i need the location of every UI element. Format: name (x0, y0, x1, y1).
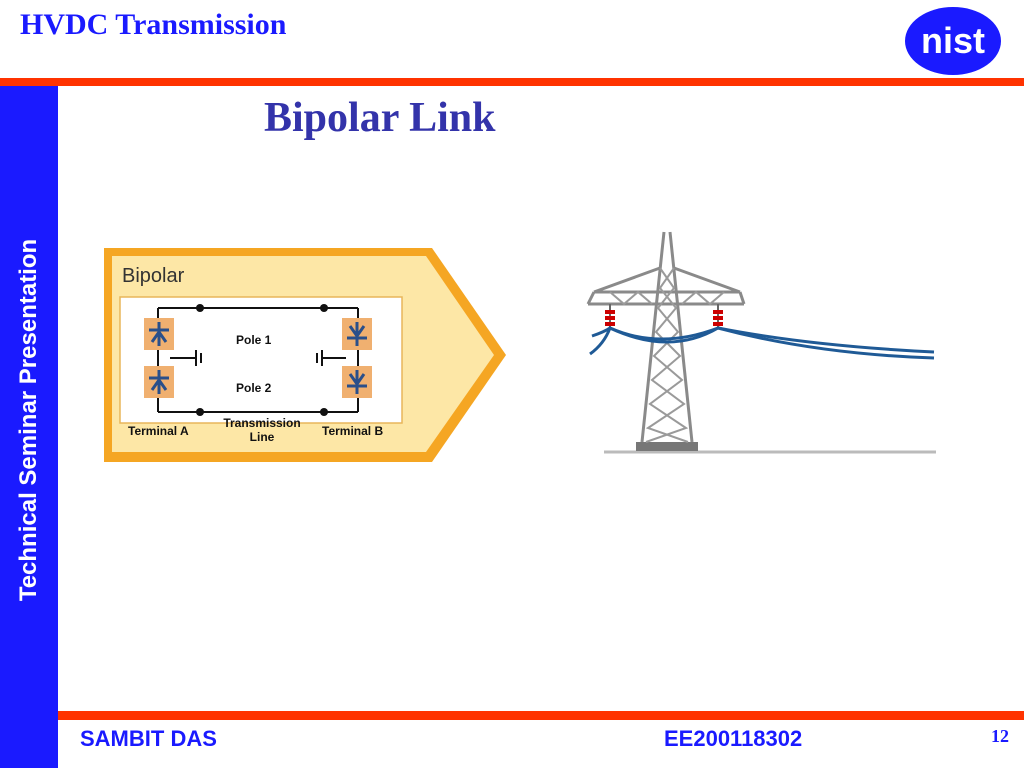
tower-frame (586, 231, 746, 443)
side-title: Technical Seminar Presentation (15, 238, 42, 602)
line-label-1: Transmission (223, 416, 300, 430)
footer-roll-number: EE200118302 (664, 726, 803, 751)
page-number: 12 (991, 726, 1009, 746)
transmission-tower-illustration (586, 231, 936, 454)
converter-a-upper (144, 318, 174, 350)
line-label-2: Line (250, 430, 275, 444)
diagram-inner-box (119, 296, 403, 424)
pole1-label: Pole 1 (236, 333, 272, 347)
side-band (0, 86, 58, 768)
terminal-a-label: Terminal A (128, 424, 189, 438)
top-rule (0, 78, 1024, 86)
footer-author: SAMBIT DAS (80, 726, 217, 751)
conductors (589, 325, 935, 360)
slide-title: Bipolar Link (264, 95, 496, 141)
converter-b-lower (342, 366, 372, 398)
bottom-rule (58, 711, 1024, 720)
tower-base (636, 442, 698, 451)
header-title: HVDC Transmission (20, 8, 287, 41)
insulator-left (605, 304, 615, 328)
pole2-label: Pole 2 (236, 381, 272, 395)
converter-a-lower (144, 366, 174, 398)
insulator-right (713, 304, 723, 328)
diagram-heading: Bipolar (122, 265, 185, 287)
nist-logo: nist (905, 7, 1001, 75)
terminal-b-label: Terminal B (322, 424, 383, 438)
tower-lattice (609, 267, 725, 443)
converter-b-upper (342, 318, 372, 350)
logo-text: nist (921, 20, 985, 61)
bipolar-diagram: Bipolar Pole 1 (104, 248, 506, 462)
junction-dots (196, 304, 328, 416)
